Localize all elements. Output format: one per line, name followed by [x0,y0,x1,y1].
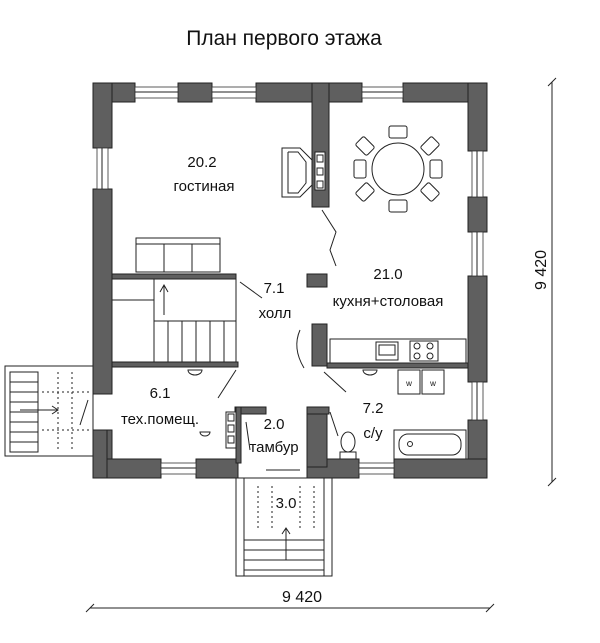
staircase [111,278,237,363]
room-name-tech: тех.помещ. [121,411,199,428]
room-name-kitchen: кухня+столовая [333,293,444,310]
sofa [135,237,221,273]
washer-label-2: w [429,379,436,388]
room-area-porch: 3.0 [276,495,297,512]
washing-machines [397,369,445,395]
side-porch [4,365,94,457]
dimension-height-label: 9 420 [533,250,550,290]
room-area-hall: 7.1 [264,280,285,297]
dimension-height [547,77,557,487]
room-name-bathroom: с/у [363,425,383,442]
room-area-living: 20.2 [187,154,216,171]
kitchen-counter [329,338,467,364]
bathtub [393,429,467,460]
front-porch [235,477,333,577]
windows [96,86,484,475]
dining-table [353,125,443,213]
toilet [339,431,357,460]
ceiling-lamps [187,369,378,437]
plan-title: План первого этажа [186,27,382,50]
fireplace [281,147,326,198]
dimension-width [85,603,495,613]
room-area-bathroom: 7.2 [363,400,384,417]
doors [79,209,347,471]
room-area-tech: 6.1 [150,385,171,402]
room-area-kitchen: 21.0 [373,266,402,283]
room-name-living: гостиная [174,178,235,195]
boiler-flue [225,411,237,449]
dimension-width-label: 9 420 [282,589,322,606]
room-name-hall: холл [259,305,292,322]
interior-walls [92,82,469,479]
room-area-vestibule: 2.0 [264,416,285,433]
washer-label-1: w [405,379,412,388]
room-name-vestibule: тамбур [249,439,298,456]
